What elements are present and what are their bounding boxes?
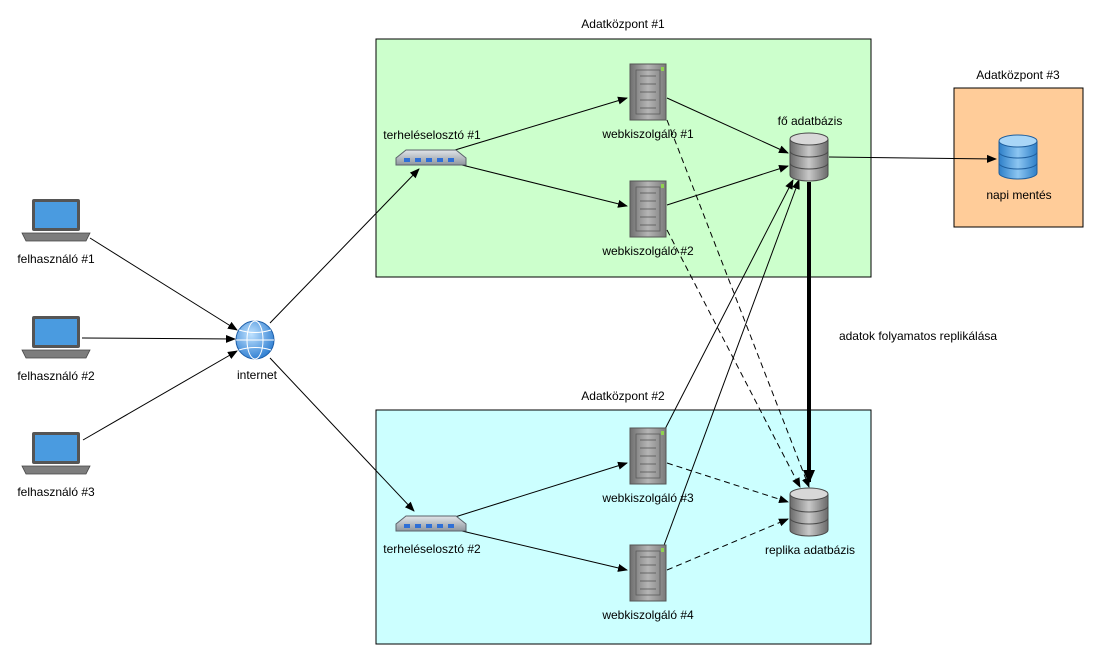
node-label: felhasználó #2 <box>17 369 95 383</box>
server-icon <box>629 427 667 485</box>
node-internet: internet <box>235 320 278 382</box>
laptop-icon <box>21 199 91 242</box>
node-label: napi mentés <box>986 188 1051 202</box>
edge-internet-lb2 <box>269 357 415 512</box>
laptop-icon <box>21 432 91 475</box>
edge-ws4-replica-dashed <box>666 518 789 571</box>
edge-lb2-ws4 <box>461 530 628 572</box>
node-replica-db: replika adatbázis <box>765 487 855 557</box>
globe-icon <box>235 320 275 360</box>
node-user1: felhasználó #1 <box>17 199 95 266</box>
node-ws3: webkiszolgáló #3 <box>601 427 694 505</box>
server-icon <box>629 544 667 602</box>
database-icon <box>998 134 1038 180</box>
database-icon <box>789 132 829 182</box>
edge-ws3-maindb <box>662 179 794 434</box>
server-icon <box>629 63 667 121</box>
zone-title: Adatközpont #3 <box>976 68 1060 82</box>
node-label: webkiszolgáló #2 <box>601 244 694 258</box>
node-ws2: webkiszolgáló #2 <box>601 180 694 258</box>
edge-ws3-replica-dashed <box>666 462 789 504</box>
server-icon <box>629 180 667 238</box>
zone-title: Adatközpont #2 <box>581 389 665 403</box>
node-main-db: fő adatbázis <box>778 114 843 182</box>
replication-label: adatok folyamatos replikálása <box>839 329 997 343</box>
node-user3: felhasználó #3 <box>17 432 95 499</box>
edge-ws4-maindb <box>662 179 800 549</box>
laptop-icon <box>21 316 91 359</box>
edge-ws2-replica-dashed <box>666 229 801 488</box>
node-lb2: terheléselosztó #2 <box>383 515 481 556</box>
edge-lb2-ws3 <box>454 461 628 518</box>
node-user2: felhasználó #2 <box>17 316 95 383</box>
node-label: webkiszolgáló #3 <box>601 491 694 505</box>
node-label: felhasználó #3 <box>17 485 95 499</box>
node-backup: napi mentés <box>986 134 1052 202</box>
load-balancer-icon <box>395 149 467 166</box>
node-label: terheléselosztó #1 <box>383 128 481 142</box>
node-label: fő adatbázis <box>778 114 843 128</box>
edge-internet-lb1 <box>269 168 420 324</box>
edge-ws1-maindb <box>666 97 789 154</box>
database-icon <box>789 487 829 537</box>
node-lb1: terheléselosztó #1 <box>383 128 481 166</box>
node-label: replika adatbázis <box>765 543 855 557</box>
connections <box>81 96 997 572</box>
edge-user2-internet <box>81 334 236 343</box>
node-ws4: webkiszolgáló #4 <box>601 544 694 622</box>
node-label: webkiszolgáló #1 <box>601 127 694 141</box>
edge-ws2-maindb <box>666 164 789 206</box>
load-balancer-icon <box>395 515 467 532</box>
edge-ws1-replica-dashed <box>666 119 810 488</box>
zone-title: Adatközpont #1 <box>581 17 665 31</box>
edge-user3-internet <box>82 350 238 441</box>
edge-lb1-ws1 <box>454 96 628 151</box>
edge-lb1-ws2 <box>461 164 628 208</box>
node-label: internet <box>237 368 278 382</box>
node-label: felhasználó #1 <box>17 252 95 266</box>
node-ws1: webkiszolgáló #1 <box>601 63 694 141</box>
node-label: webkiszolgáló #4 <box>601 608 694 622</box>
edge-maindb-backup <box>828 154 997 163</box>
node-label: terheléselosztó #2 <box>383 542 481 556</box>
edge-user1-internet <box>89 237 238 331</box>
